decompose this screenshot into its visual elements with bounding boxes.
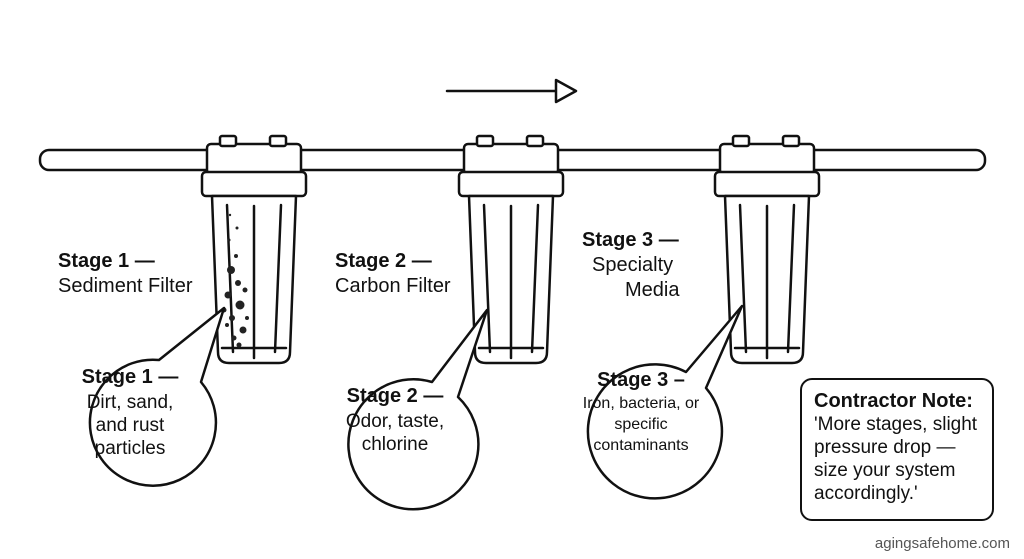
callout-2-title: Stage 2 —	[346, 385, 444, 407]
site-watermark: agingsafehome.com	[874, 535, 1010, 552]
stage-1-label: Stage 1 — Sediment Filter	[58, 249, 193, 299]
stage-1-label-title: Stage 1 —	[58, 250, 155, 272]
contractor-note-line-3: size your system	[814, 460, 956, 481]
flow-arrow-icon	[445, 78, 578, 104]
callout-3-line-2: specific	[614, 416, 668, 433]
contractor-note-line-4: accordingly.'	[814, 483, 918, 504]
callout-bubble-2	[347, 308, 489, 511]
stage-2-label-title: Stage 2 —	[335, 250, 432, 272]
callout-1-line-2: and rust	[95, 415, 165, 436]
callout-bubble-3	[586, 304, 744, 500]
callout-3-text: Stage 3 – Iron, bacteria, or specific co…	[570, 370, 712, 456]
stage-3-label-name-line-2: Media	[625, 279, 680, 301]
callout-1-line-1: Dirt, sand,	[86, 392, 174, 413]
callout-3-title: Stage 3 –	[597, 369, 685, 391]
contractor-note-title: Contractor Note:	[814, 390, 973, 412]
callout-2-line-1: Odor, taste,	[345, 411, 445, 432]
stage-3-label-title: Stage 3 —	[582, 229, 679, 251]
callout-1-text: Stage 1 — Dirt, sand, and rust particles	[68, 366, 192, 460]
contractor-note-line-2: pressure drop —	[814, 437, 956, 458]
stage-3-label-name-line-1: Specialty	[592, 254, 674, 276]
stage-2-label: Stage 2 — Carbon Filter	[335, 249, 451, 299]
filter-housing-1	[200, 134, 308, 365]
callout-3-line-3: contaminants	[593, 437, 689, 454]
filter-housing-3	[713, 134, 821, 365]
stage-1-label-name: Sediment Filter	[58, 275, 193, 297]
callout-2-text: Stage 2 — Odor, taste, chlorine	[333, 385, 457, 456]
filter-housing-2	[457, 134, 565, 365]
contractor-note-line-1: 'More stages, slight	[814, 414, 978, 435]
contractor-note-box: Contractor Note: 'More stages, slight pr…	[800, 378, 994, 521]
callout-bubble-1	[88, 306, 226, 487]
stage-3-label: Stage 3 — Specialty Media	[582, 228, 679, 303]
callout-2-line-2: chlorine	[361, 434, 429, 455]
callout-1-title: Stage 1 —	[81, 366, 179, 388]
stage-2-label-name: Carbon Filter	[335, 275, 451, 297]
contractor-note-body: 'More stages, slight pressure drop — siz…	[814, 413, 980, 505]
callout-3-line-1: Iron, bacteria, or	[582, 395, 700, 412]
callout-1-line-3: particles	[94, 438, 166, 459]
